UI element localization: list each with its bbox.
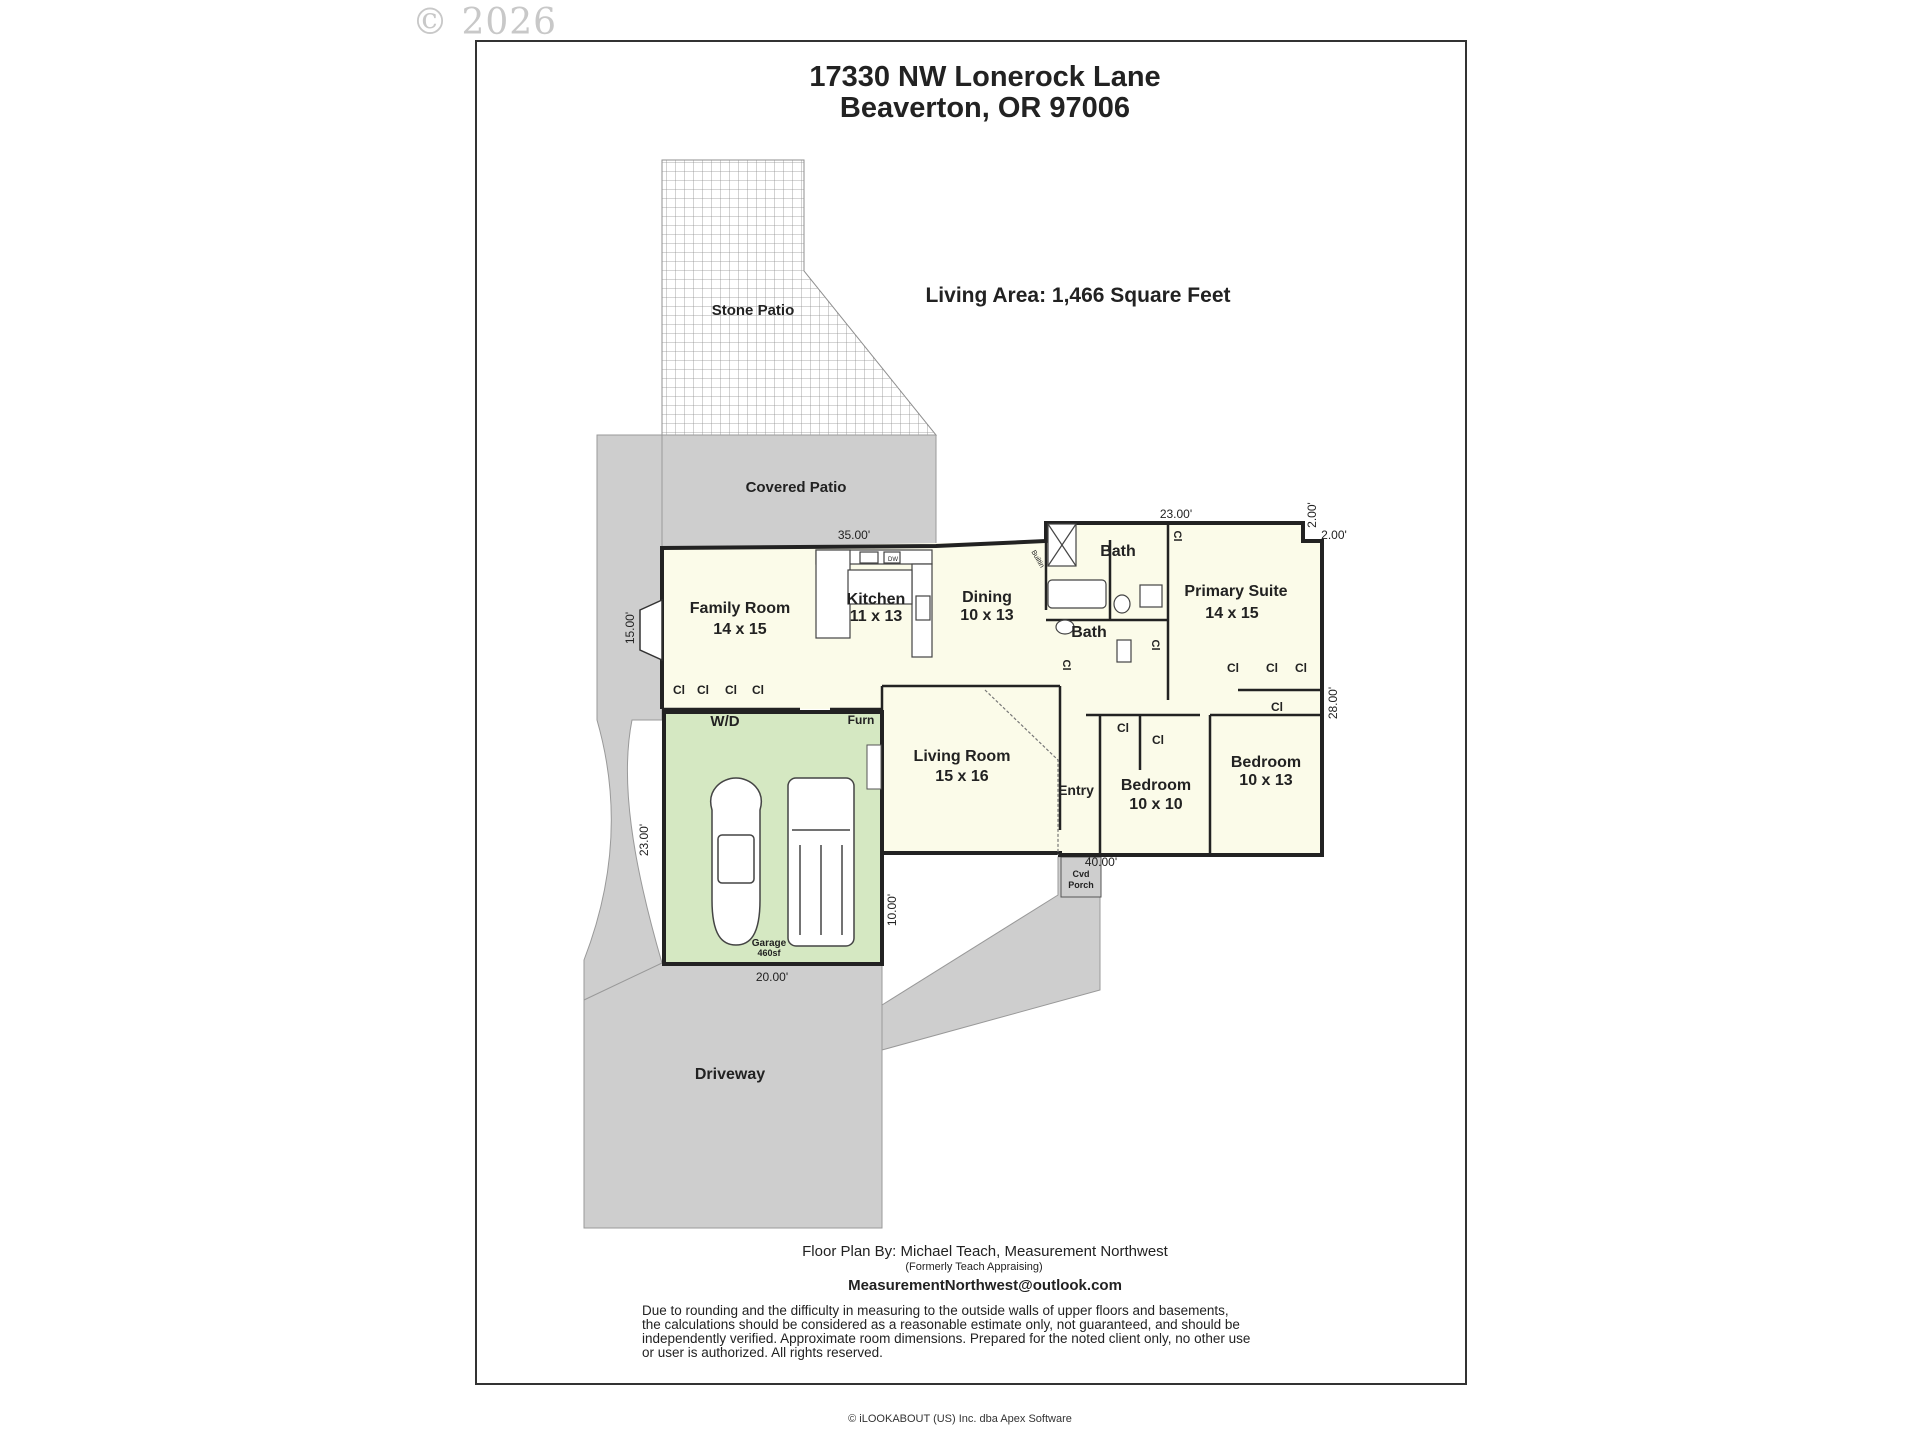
dim-left: 15.00' (623, 612, 637, 644)
garage-name: Garage (752, 938, 787, 949)
credits-formerly: (Formerly Teach Appraising) (905, 1261, 1042, 1273)
dishwasher-label: DW (888, 557, 898, 563)
living-room-name: Living Room (914, 748, 1011, 765)
bedroom-a-name: Bedroom (1121, 777, 1191, 794)
covered-porch (1060, 856, 1102, 898)
closet-label-11: Cl (697, 683, 709, 697)
covered-porch-label-2: Porch (1068, 880, 1094, 890)
closet-label-8: Cl (1117, 721, 1129, 735)
closet-label-13: Cl (752, 683, 764, 697)
kitchen-counters (815, 549, 933, 658)
living-area-label: Living Area: 1,466 Square Feet (925, 284, 1230, 307)
credits-by: Floor Plan By: Michael Teach, Measuremen… (802, 1243, 1169, 1260)
bath-2-name: Bath (1071, 624, 1107, 641)
closet-label-1: Cl (1171, 531, 1183, 542)
kitchen-dims: 11 x 13 (850, 608, 903, 625)
dim-corner-b: 2.00' (1321, 528, 1347, 542)
covered-patio-label: Covered Patio (746, 479, 847, 496)
kitchen-name: Kitchen (847, 591, 906, 608)
closet-label-3: Cl (1060, 660, 1072, 671)
closet-label-2: Cl (1149, 640, 1161, 651)
fireplace-family (639, 598, 663, 662)
closet-label-6: Cl (1295, 661, 1307, 675)
dim-garage-left: 23.00' (637, 824, 651, 856)
closet-label-5: Cl (1266, 661, 1278, 675)
garage-truck-icon (787, 777, 855, 947)
driveway-label: Driveway (695, 1066, 765, 1083)
garage-hearth (866, 744, 882, 790)
living-room-angled-wall (984, 689, 1059, 855)
covered-porch-label-1: Cvd (1072, 869, 1089, 879)
dim-corner-a: 2.00' (1305, 502, 1319, 528)
closet-label-9: Cl (1152, 733, 1164, 747)
stone-patio-area (661, 159, 938, 436)
dining-dims: 10 x 13 (960, 607, 1013, 624)
bath-fixtures (1047, 523, 1163, 663)
bath-1-name: Bath (1100, 543, 1136, 560)
driveway-lower (583, 962, 883, 1229)
bedroom-b-name: Bedroom (1231, 754, 1301, 771)
closets: Cl Cl Cl Cl Cl Cl Cl Cl Cl Cl Cl Cl Cl (673, 531, 1307, 748)
closet-label-7: Cl (1271, 700, 1283, 714)
dim-bath-top: 23.00' (1160, 507, 1192, 521)
dim-right: 28.00' (1326, 687, 1340, 719)
garage-area-label: 460sf (757, 948, 781, 958)
covered-patio-area (661, 434, 937, 549)
family-room-dims: 14 x 15 (713, 621, 766, 638)
garage-car-icon (709, 777, 763, 946)
closet-label-10: Cl (673, 683, 685, 697)
credits-email: MeasurementNorthwest@outlook.com (848, 1277, 1122, 1294)
dim-garage-right: 10.00' (885, 894, 899, 926)
bedroom-b-dims: 10 x 13 (1239, 772, 1292, 789)
dining-name: Dining (962, 589, 1012, 606)
address-line-1: 17330 NW Lonerock Lane (809, 61, 1160, 93)
closet-label-4: Cl (1227, 661, 1239, 675)
primary-suite-name: Primary Suite (1184, 583, 1287, 600)
living-room-dims: 15 x 16 (935, 768, 988, 785)
copyright-watermark: © 2026 (412, 2, 558, 43)
disclaimer-line-1: Due to rounding and the difficulty in me… (642, 1303, 1229, 1318)
dim-garage-bottom: 20.00' (756, 970, 788, 984)
bedroom-a-dims: 10 x 10 (1129, 796, 1182, 813)
primary-suite-dims: 14 x 15 (1205, 605, 1258, 622)
exterior-walls (660, 521, 1324, 857)
footer-credit: © iLOOKABOUT (US) Inc. dba Apex Software (848, 1413, 1072, 1425)
dim-bottom-right: 40.00' (1085, 855, 1117, 869)
address-line-2: Beaverton, OR 97006 (840, 92, 1130, 124)
furnace-label: Furn (848, 713, 875, 727)
wd-label: W/D (710, 713, 739, 730)
disclaimer-line-4: or user is authorized. All rights reserv… (642, 1345, 883, 1360)
dim-top: 35.00' (838, 528, 870, 542)
entry-label: Entry (1058, 782, 1094, 798)
disclaimer-line-2: the calculations should be considered as… (642, 1317, 1240, 1332)
interior-walls (662, 523, 1322, 964)
family-room-name: Family Room (690, 600, 790, 617)
disclaimer-line-3: independently verified. Approximate room… (642, 1331, 1251, 1346)
closet-label-12: Cl (725, 683, 737, 697)
stone-patio-label: Stone Patio (712, 302, 795, 319)
